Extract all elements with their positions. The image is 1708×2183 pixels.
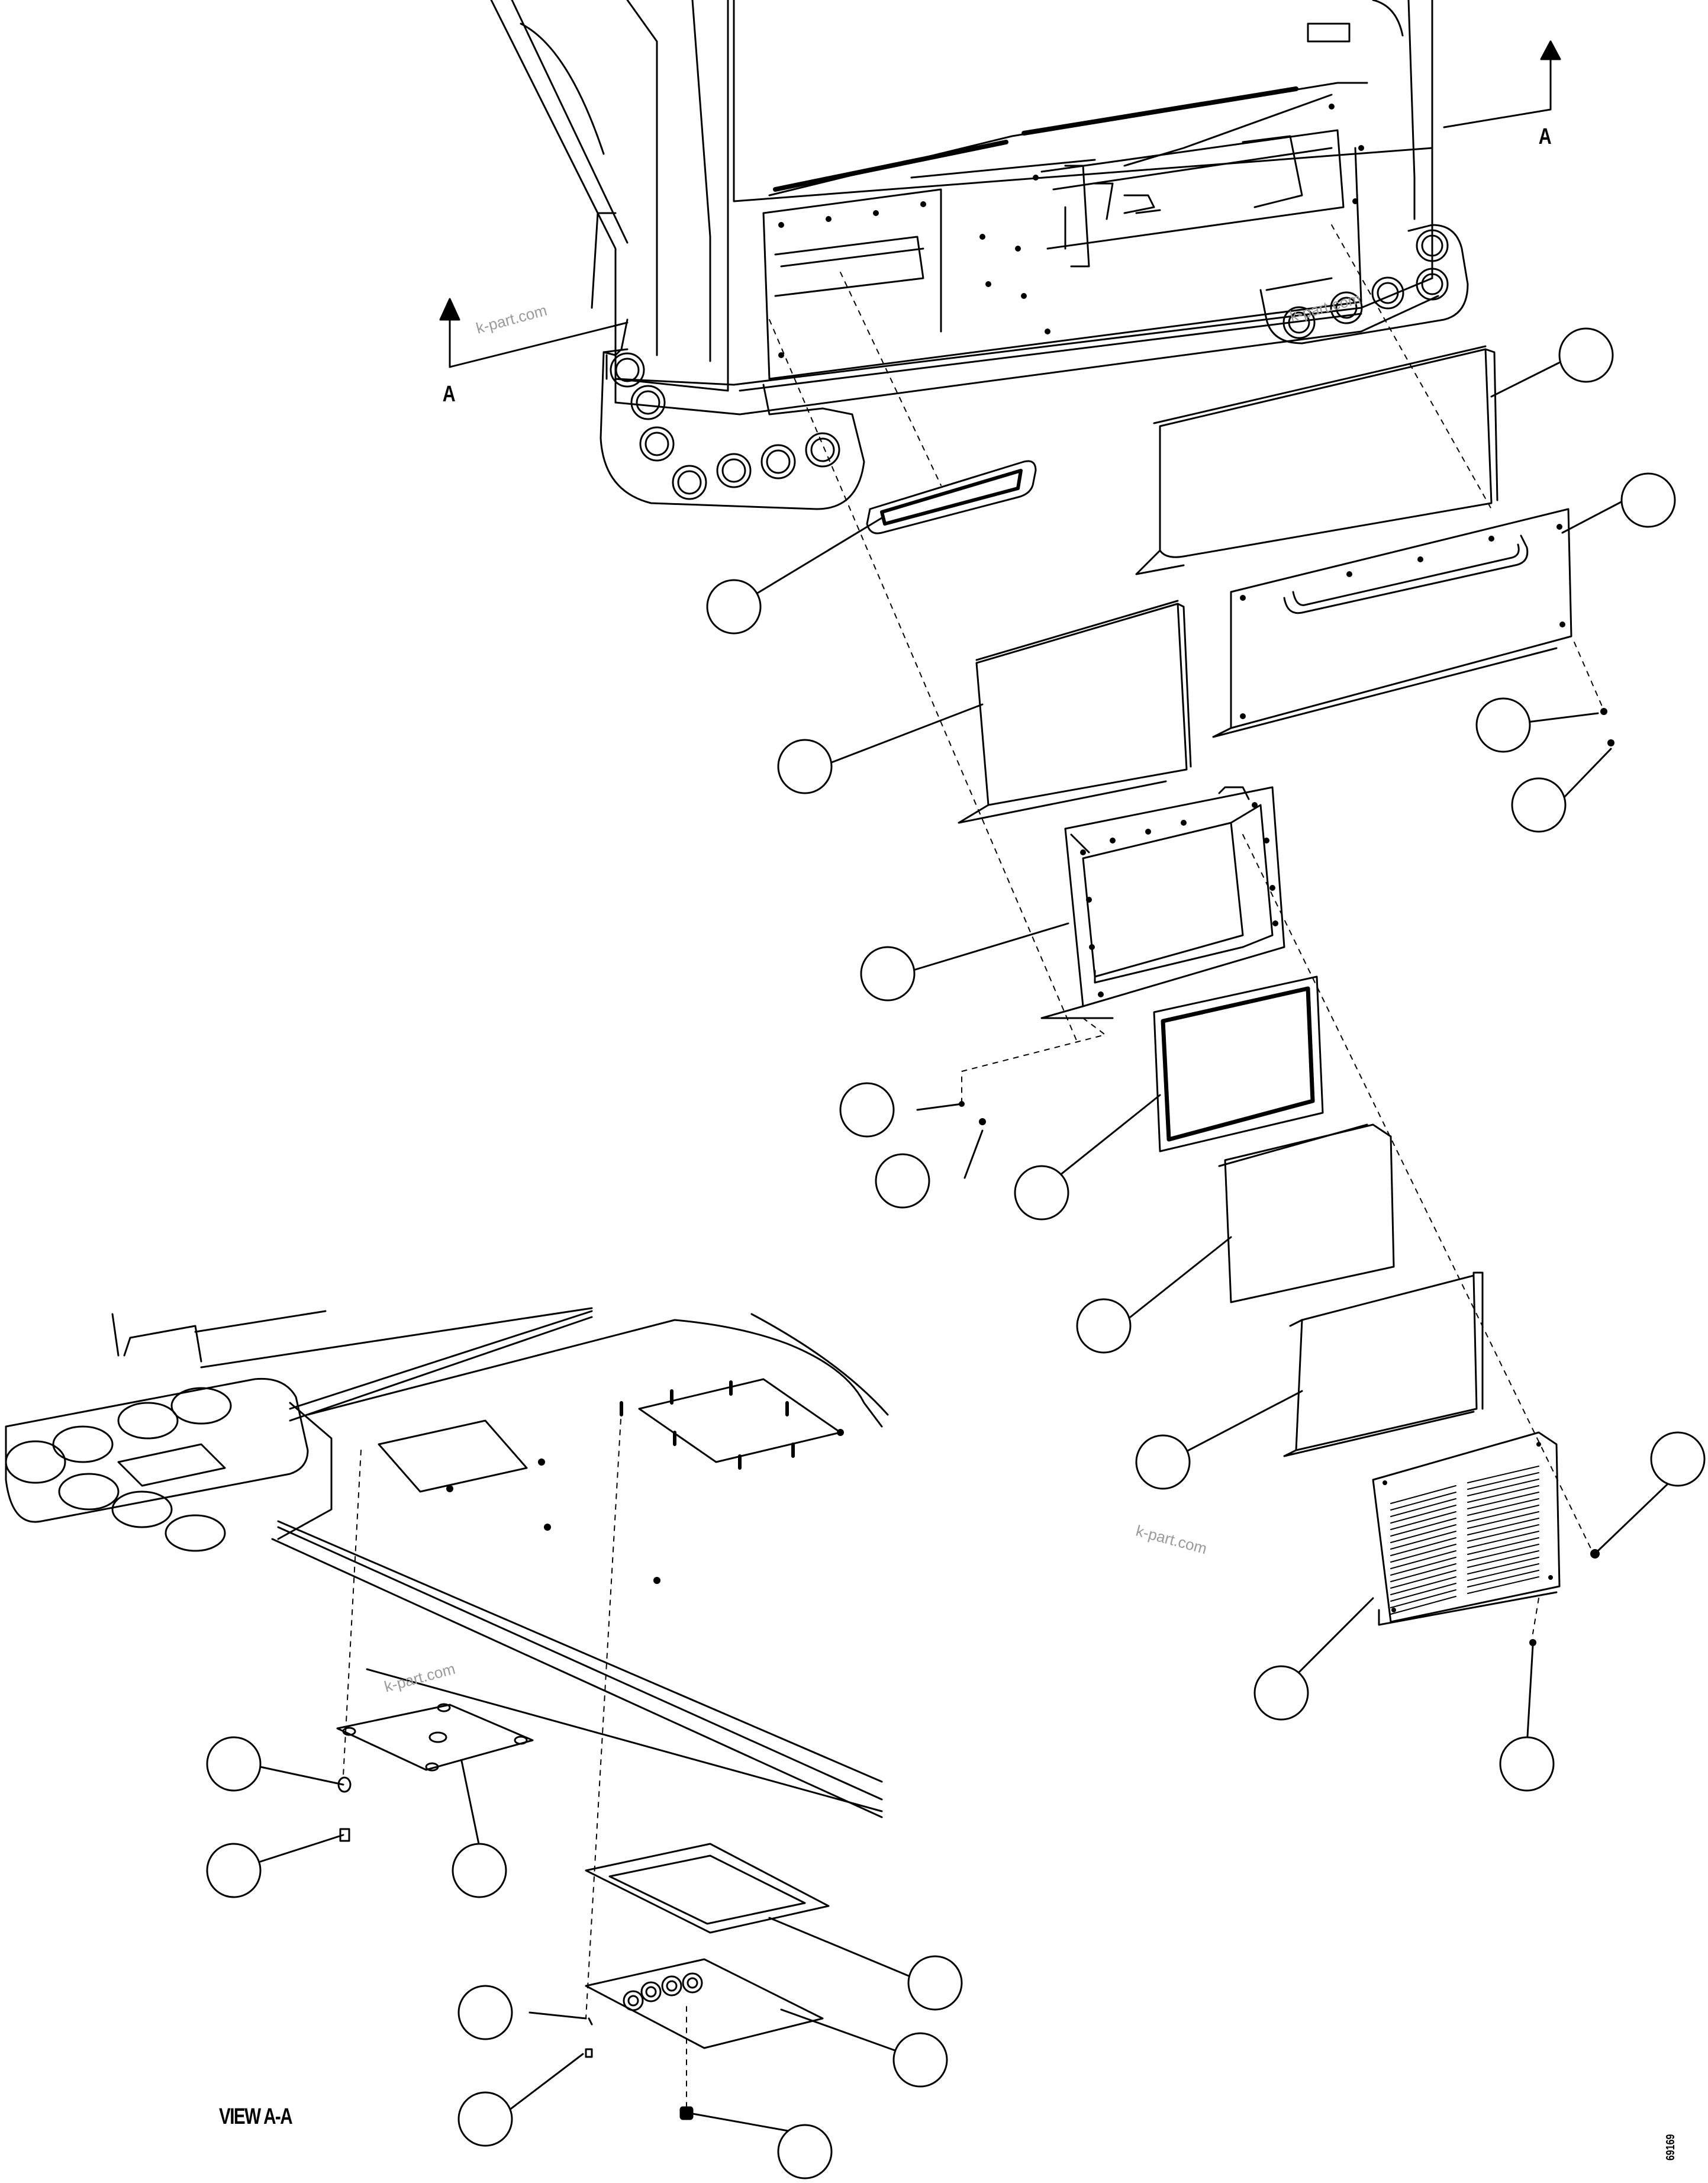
- cover-plate-b: [585, 1958, 824, 2120]
- section-letter-left: A: [442, 382, 456, 407]
- side-panel-upper: [1135, 345, 1498, 575]
- cover-plate-a: [336, 1703, 534, 1842]
- filter-housing: [1040, 786, 1285, 1019]
- view-aa-underside: [5, 1307, 889, 1818]
- view-label: VIEW A-A: [219, 2104, 293, 2129]
- filter-seal: [1153, 975, 1324, 1152]
- left-outrigger-pad: [600, 318, 865, 510]
- explode-lines-lower: [343, 1408, 687, 2108]
- door-panel: [1212, 508, 1572, 738]
- section-letter-top-right: A: [1538, 124, 1552, 149]
- section-arrow-left: [439, 298, 629, 368]
- machine-body: [490, 0, 1439, 416]
- right-outrigger-pad: [1259, 224, 1469, 344]
- explode-lines-upper: [769, 224, 1604, 1634]
- callout-circles: [206, 327, 1706, 2179]
- gasket-part: [866, 460, 1037, 535]
- screen-frame: [1283, 1271, 1484, 1457]
- side-panel-lower: [958, 600, 1192, 824]
- section-arrow-top-right: [1443, 40, 1561, 128]
- gasket-frame-lower: [585, 1843, 830, 1934]
- drawing-number: 69169: [1664, 2134, 1677, 2161]
- leader-lines: [259, 357, 1670, 2135]
- hardware-pieces: [959, 708, 1614, 1646]
- louvered-grille: [1372, 1431, 1561, 1626]
- filter-element: [1218, 1123, 1395, 1303]
